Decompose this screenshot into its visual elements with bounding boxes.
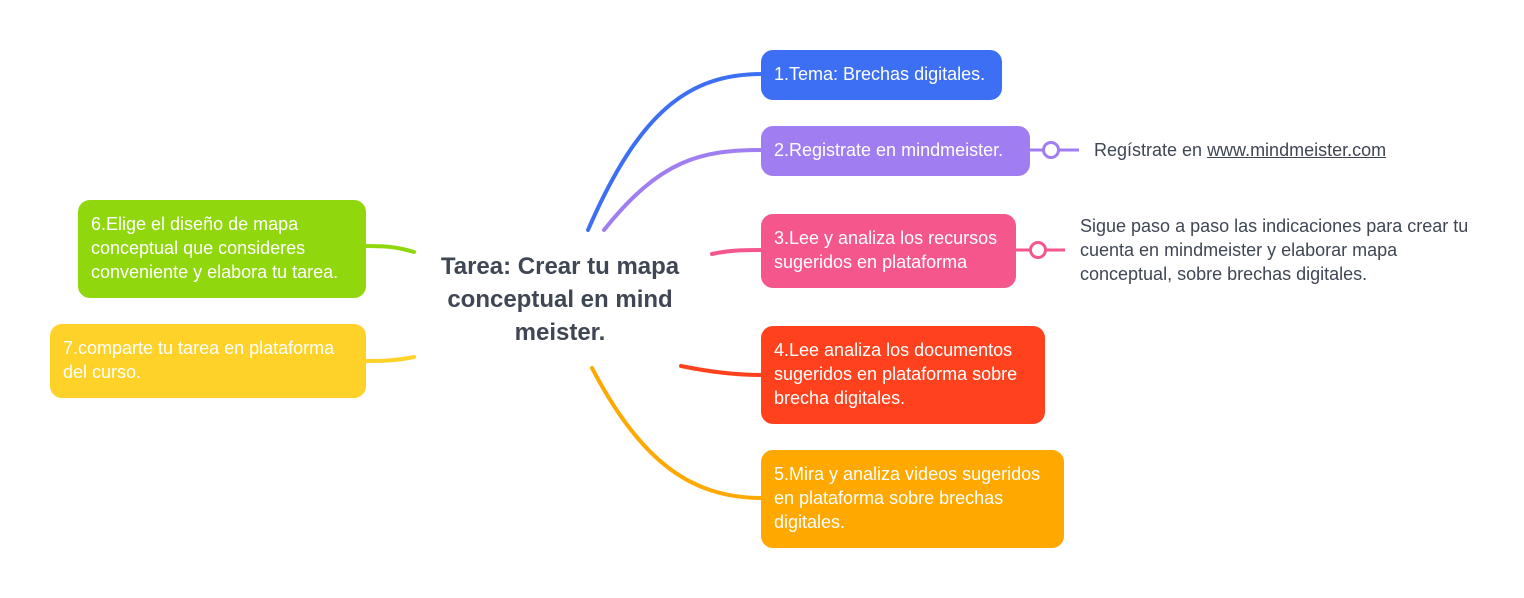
connector-topic-3 (710, 248, 764, 256)
topic-node-2[interactable]: 2.Registrate en mindmeister. (761, 126, 1030, 176)
connector-topic-6 (364, 244, 416, 254)
central-topic[interactable]: Tarea: Crear tu mapa conceptual en mind … (440, 253, 680, 346)
topic-node-6[interactable]: 6.Elige el diseño de mapa conceptual que… (78, 200, 366, 298)
topic-node-4[interactable]: 4.Lee analiza los documentos sugeridos e… (761, 326, 1045, 424)
connector-topic-2 (602, 148, 764, 232)
collapse-knob-register[interactable] (1042, 141, 1060, 159)
connector-topic-1 (586, 72, 764, 232)
topic-node-7[interactable]: 7.comparte tu tarea en plataforma del cu… (50, 324, 366, 398)
connector-topic-4 (679, 364, 764, 377)
note-register-prefix: Regístrate en (1094, 140, 1208, 160)
topic-node-1[interactable]: 1.Tema: Brechas digitales. (761, 50, 1002, 100)
topic-node-5[interactable]: 5.Mira y analiza videos sugeridos en pla… (761, 450, 1064, 548)
note-register: Regístrate en www.mindmeister.com (1094, 138, 1454, 162)
collapse-knob-steps[interactable] (1029, 241, 1047, 259)
connector-topic-7 (364, 355, 416, 363)
topic-node-3[interactable]: 3.Lee y analiza los recursos sugeridos e… (761, 214, 1016, 288)
note-steps: Sigue paso a paso las indicaciones para … (1080, 216, 1469, 284)
connector-topic-5 (590, 366, 764, 500)
mindmeister-link[interactable]: www.mindmeister.com (1207, 140, 1387, 160)
